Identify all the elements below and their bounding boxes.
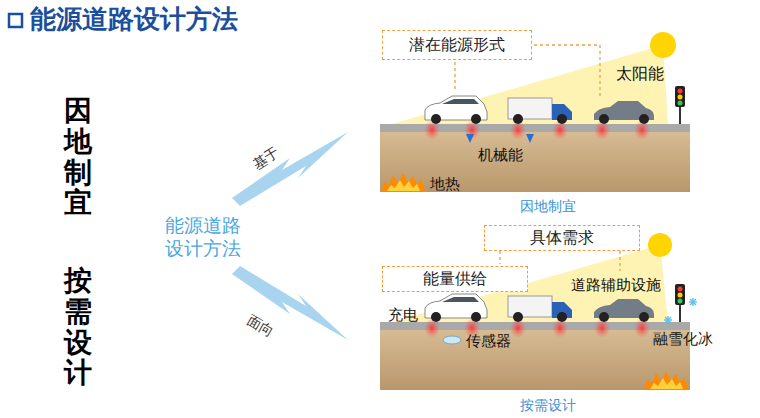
snow-stroke xyxy=(690,299,696,305)
energy-box: 能量供给 xyxy=(382,266,528,292)
demand-label: 道路辅助设施 xyxy=(571,276,661,294)
energy-label: 地热 xyxy=(430,175,460,193)
leader-line xyxy=(499,251,500,264)
side-heading: 按需设计 xyxy=(64,266,92,389)
panel-caption: 按需设计 xyxy=(520,397,576,414)
snow-stroke xyxy=(665,317,671,323)
leader-line xyxy=(619,251,620,271)
lightning-bolt xyxy=(232,132,348,206)
demand-label: 融雪化冰 xyxy=(653,330,713,348)
sensor xyxy=(443,336,461,344)
demand-label: 传感器 xyxy=(466,332,511,350)
road-illustration xyxy=(380,86,690,192)
leader-line xyxy=(454,62,455,92)
snowflake xyxy=(664,316,672,324)
snow-stroke xyxy=(690,299,696,305)
geothermal-flame xyxy=(381,173,425,191)
title: 能源道路设计方法 xyxy=(30,4,238,35)
side-heading: 因地制宜 xyxy=(64,96,92,219)
road-illustration xyxy=(380,284,690,390)
energy-label: 机械能 xyxy=(478,146,523,164)
panel-caption: 因地制宜 xyxy=(520,198,576,215)
snow-stroke xyxy=(665,317,671,323)
geothermal-flame xyxy=(644,371,688,389)
box-text: 潜在能源形式 xyxy=(409,35,505,54)
box-text: 能量供给 xyxy=(423,269,487,288)
sun xyxy=(650,32,676,58)
mechanical-arrow xyxy=(466,134,474,143)
sun xyxy=(648,233,672,257)
bolt-label: 面向 xyxy=(244,312,277,341)
snowflake xyxy=(689,298,697,306)
center-heading: 能源道路 设计方法 xyxy=(160,214,246,260)
title-bullet xyxy=(9,14,22,27)
lightning-bolt xyxy=(232,266,348,340)
box-text: 具体需求 xyxy=(530,228,594,247)
leader-line xyxy=(534,45,600,96)
energy-box: 潜在能源形式 xyxy=(382,30,532,60)
energy-box: 具体需求 xyxy=(484,225,640,251)
energy-label: 太阳能 xyxy=(616,64,664,83)
mechanical-arrow xyxy=(526,134,534,143)
demand-label: 充电 xyxy=(388,306,418,324)
